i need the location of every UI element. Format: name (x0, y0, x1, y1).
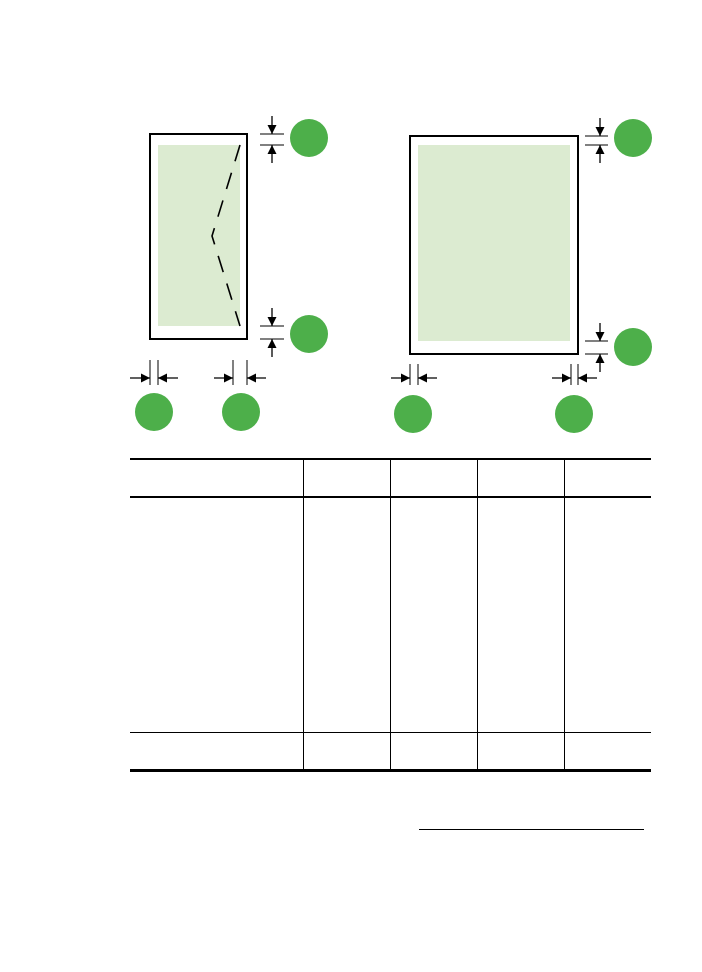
table-column-divider (390, 458, 391, 771)
callout-sheet-right-margin (555, 395, 593, 433)
table-column-divider (303, 458, 304, 771)
table-column-divider (477, 458, 478, 771)
callout-envelope-left-margin (135, 393, 173, 431)
sheet-printable-area (418, 145, 570, 341)
callouts (135, 119, 652, 433)
footer-rule (419, 829, 644, 830)
margin-diagram (130, 116, 652, 433)
callout-envelope-top-margin (290, 119, 328, 157)
table-column-divider (564, 458, 565, 771)
callout-sheet-top-margin (614, 119, 652, 157)
envelope-figure (149, 133, 248, 340)
callout-sheet-bottom-margin (614, 328, 652, 366)
dimension-arrows (130, 116, 605, 383)
envelope-printable-area (158, 145, 240, 326)
callout-sheet-left-margin (394, 395, 432, 433)
callout-envelope-right-margin (222, 393, 260, 431)
envelope-flap-fold-line (211, 144, 241, 327)
callout-envelope-bottom-margin (290, 315, 328, 353)
sheet-figure (409, 135, 579, 355)
